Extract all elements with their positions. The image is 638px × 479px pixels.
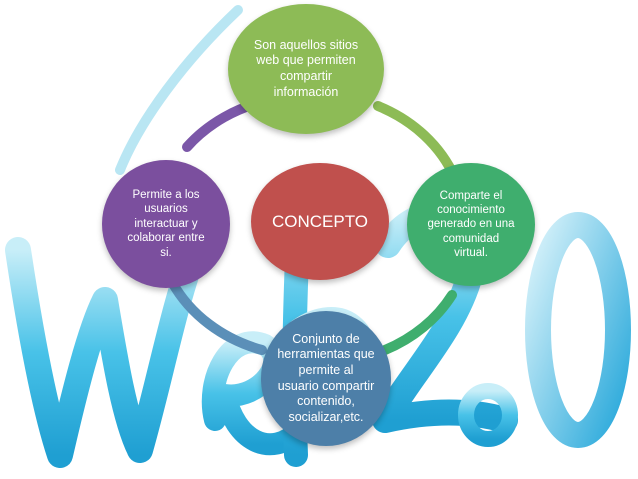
web-dot	[458, 383, 518, 447]
node-top-text: Son aquellos sitios web que permiten com…	[253, 37, 359, 99]
web-digit-0	[525, 212, 631, 448]
ring-arc-bottom-left	[167, 277, 267, 355]
node-left-text: Permite a los usuarios interactuar y col…	[127, 189, 205, 259]
node-center-concept: CONCEPTO	[251, 163, 389, 280]
web-letter-w	[5, 5, 243, 468]
node-right-knowledge: Comparte el conocimiento generado en una…	[407, 163, 535, 286]
node-left-interaction: Permite a los usuarios interactuar y col…	[102, 160, 230, 288]
ring-arc-right-bottom	[380, 290, 457, 355]
node-right-text: Comparte el conocimiento generado en una…	[427, 189, 515, 260]
node-bottom-text: Conjunto de herramientas que permite al …	[277, 331, 375, 424]
cycle-ring	[167, 95, 460, 355]
node-center-text: CONCEPTO	[271, 211, 369, 231]
node-bottom-tools: Conjunto de herramientas que permite al …	[261, 311, 391, 446]
node-top-definition: Son aquellos sitios web que permiten com…	[228, 4, 384, 134]
ring-arc-top-right	[373, 101, 460, 183]
